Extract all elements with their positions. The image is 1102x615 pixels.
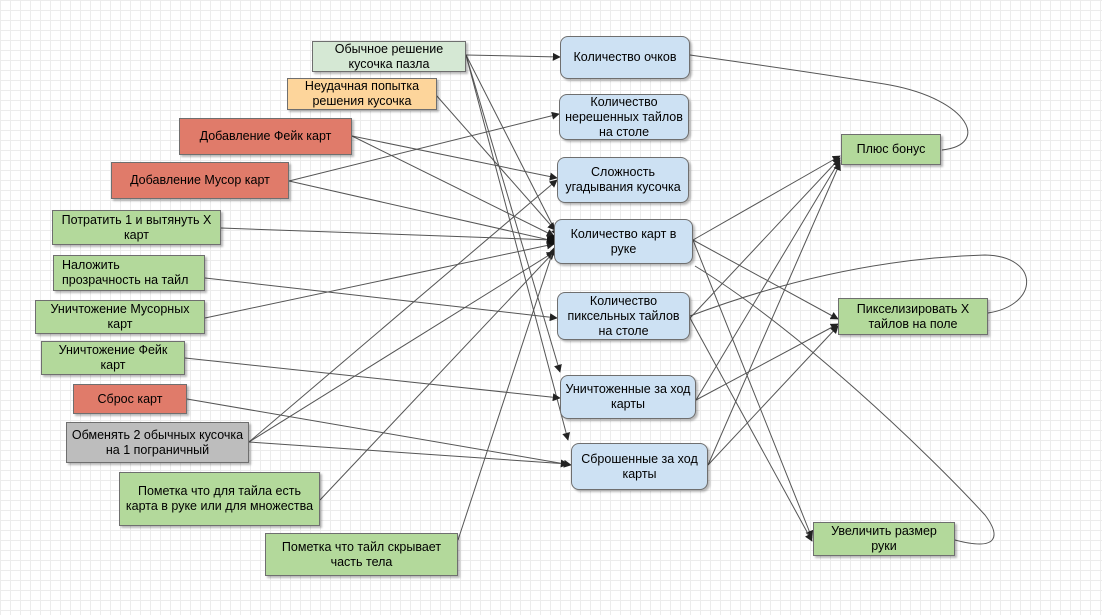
- node-add-trash-cards[interactable]: Добавление Мусор карт: [111, 162, 289, 199]
- edge-line: [319, 251, 555, 501]
- node-overlay-transparency[interactable]: Наложить прозрачность на тайл: [53, 255, 205, 291]
- edge-line: [689, 157, 841, 319]
- edge-line: [288, 180, 555, 244]
- node-cards-in-hand[interactable]: Количество карт в руке: [554, 219, 693, 264]
- node-guess-difficulty[interactable]: Сложность угадывания кусочка: [557, 157, 689, 203]
- edge-line: [204, 241, 555, 319]
- node-pixelate-tiles[interactable]: Пикселизировать X тайлов на поле: [838, 298, 988, 335]
- edge-line: [248, 179, 558, 443]
- edge-line: [707, 162, 841, 466]
- edge-line: [465, 54, 562, 373]
- edges: [184, 52, 1027, 545]
- edge-line: [689, 317, 813, 542]
- edge-line: [204, 277, 558, 322]
- node-spend-draw[interactable]: Потратить 1 и вытянуть X карт: [52, 210, 221, 245]
- edge-line: [351, 135, 558, 181]
- node-plus-bonus[interactable]: Плюс бонус: [841, 134, 941, 165]
- node-increase-hand[interactable]: Увеличить размер руки: [813, 522, 955, 556]
- edge-line: [288, 111, 560, 182]
- node-exchange-pieces[interactable]: Обменять 2 обычных кусочка на 1 погранич…: [66, 422, 249, 463]
- edge-line: [692, 155, 841, 241]
- node-score[interactable]: Количество очков: [560, 36, 690, 79]
- edge-line: [465, 52, 561, 61]
- node-mark-tile-card[interactable]: Пометка что для тайла есть карта в руке …: [119, 472, 320, 526]
- edge-line: [435, 94, 556, 231]
- edge-line: [465, 54, 559, 237]
- node-destroy-fake-cards[interactable]: Уничтожение Фейк карт: [41, 341, 185, 375]
- edge-curve: [694, 265, 995, 545]
- edge-line: [220, 227, 555, 244]
- edge-line: [695, 159, 841, 401]
- edge-line: [457, 247, 556, 541]
- node-add-fake-cards[interactable]: Добавление Фейк карт: [179, 118, 352, 155]
- edge-line: [351, 135, 555, 237]
- edge-line: [248, 441, 569, 468]
- node-reset-cards[interactable]: Сброс карт: [73, 384, 187, 414]
- edge-curve: [689, 54, 969, 151]
- edge-line: [465, 54, 571, 441]
- edge-curve: [689, 254, 1027, 317]
- edge-line: [184, 357, 561, 402]
- node-destroyed-per-turn[interactable]: Уничтоженные за ход карты: [560, 375, 696, 419]
- edge-line: [695, 323, 839, 401]
- edge-line: [692, 239, 839, 320]
- edge-line: [248, 251, 555, 443]
- node-normal-solve[interactable]: Обычное решение кусочка пазла: [312, 41, 466, 72]
- node-pixel-tiles[interactable]: Количество пиксельных тайлов на столе: [557, 292, 690, 340]
- node-failed-attempt[interactable]: Неудачная попытка решения кусочка: [287, 78, 437, 110]
- node-discarded-per-turn[interactable]: Сброшенные за ход карты: [571, 443, 708, 490]
- edge-line: [186, 398, 572, 468]
- edge-line: [707, 325, 839, 466]
- node-unsolved-tiles[interactable]: Количество нерешенных тайлов на столе: [559, 94, 689, 140]
- node-destroy-trash-cards[interactable]: Уничтожение Мусорных карт: [35, 300, 205, 334]
- edge-line: [692, 239, 814, 539]
- node-mark-tile-body[interactable]: Пометка что тайл скрывает часть тела: [265, 533, 458, 576]
